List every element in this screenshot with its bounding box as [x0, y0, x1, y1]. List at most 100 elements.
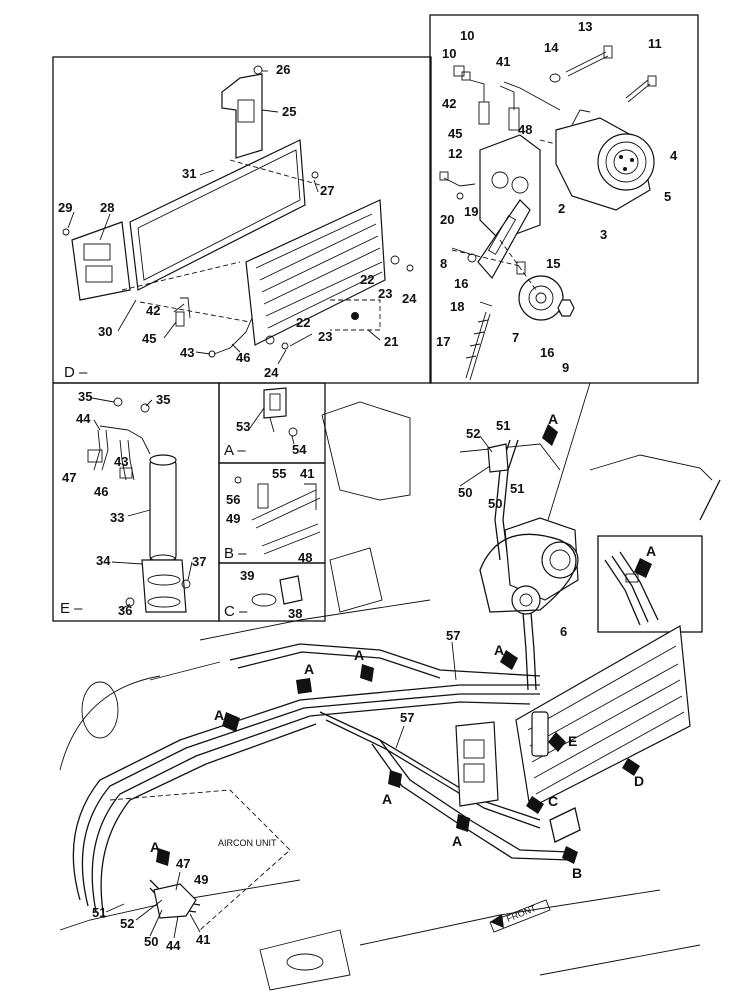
callout: 34: [96, 553, 111, 568]
callout: 47: [62, 470, 76, 485]
callout: 57: [400, 710, 414, 725]
callout: 24: [264, 365, 279, 380]
callout: 42: [442, 96, 456, 111]
compressor-leader: [547, 382, 591, 521]
panel-a-label: A –: [224, 442, 246, 459]
callout: 22: [360, 272, 374, 287]
callout: 20: [440, 212, 454, 227]
view-ref-a: A: [452, 833, 462, 849]
panel-c-frame: [218, 562, 326, 622]
main-assembly-drawing: [59, 401, 721, 991]
view-ref-d: D: [634, 773, 644, 789]
callout: 33: [110, 510, 124, 525]
callout: 44: [76, 411, 91, 426]
view-ref-a: A: [214, 707, 224, 723]
callout: 46: [236, 350, 250, 365]
callout: 26: [276, 62, 290, 77]
callout: 28: [100, 200, 114, 215]
callout: 41: [196, 932, 210, 947]
callout: 41: [496, 54, 510, 69]
callout: 3: [600, 227, 607, 242]
callout: 5: [664, 189, 671, 204]
callout: 21: [384, 334, 398, 349]
callout: 52: [120, 916, 134, 931]
callout: 19: [464, 204, 478, 219]
view-reference-letters: A A A A A A A A A B C D E: [150, 411, 656, 881]
view-ref-a: A: [150, 839, 160, 855]
panel-b-drawing: [234, 476, 321, 555]
part-callouts: 10 10 13 14 11 41 42 45 48 12 4 5 1 2 3 …: [58, 19, 678, 953]
panel-c-drawing: [251, 575, 303, 607]
detail-a-inset-frame: [597, 535, 703, 633]
callout: 2: [558, 201, 565, 216]
panel-d-drawing: [62, 65, 414, 358]
callout: 49: [194, 872, 208, 887]
compressor-drawing: [439, 45, 657, 381]
callout: 51: [510, 481, 524, 496]
callout: 10: [442, 46, 456, 61]
callout: 49: [226, 511, 240, 526]
panel-c-label: C –: [224, 603, 248, 620]
front-label: FRONT: [505, 903, 538, 924]
view-ref-a: A: [646, 543, 656, 559]
callout: 14: [544, 40, 559, 55]
callout: 7: [512, 330, 519, 345]
view-ref-b: B: [572, 865, 582, 881]
callout: 9: [562, 360, 569, 375]
callout: 31: [182, 166, 196, 181]
view-ref-e: E: [568, 733, 577, 749]
callout: 41: [300, 466, 314, 481]
callout: 52: [466, 426, 480, 441]
panel-d-label: D –: [64, 364, 88, 381]
callout: 25: [282, 104, 296, 119]
callout: 38: [288, 606, 302, 621]
view-ref-a: A: [382, 791, 392, 807]
callout: 22: [296, 315, 310, 330]
callout: 27: [320, 183, 334, 198]
callout: 55: [272, 466, 286, 481]
callout: 56: [226, 492, 240, 507]
view-ref-c: C: [548, 793, 558, 809]
callout: 43: [180, 345, 194, 360]
compressor-detail-frame: [429, 14, 699, 384]
callout: 30: [98, 324, 112, 339]
callout: 37: [192, 554, 206, 569]
callout: 17: [436, 334, 450, 349]
callout: 24: [402, 291, 417, 306]
panel-labels: D – E – A – B – C – AIRCON UNIT FRONT: [60, 364, 538, 924]
callout: 42: [146, 303, 160, 318]
callout: 15: [546, 256, 560, 271]
callout: 11: [648, 36, 662, 51]
callout: 16: [454, 276, 468, 291]
view-ref-a: A: [304, 661, 314, 677]
callout: 23: [318, 329, 332, 344]
callout: 13: [578, 19, 592, 34]
callout: 51: [92, 905, 106, 920]
view-ref-a: A: [354, 647, 364, 663]
callout: 16: [540, 345, 554, 360]
callout: 54: [292, 442, 307, 457]
view-arrows: [156, 424, 652, 933]
callout: 36: [118, 603, 132, 618]
panel-a-drawing: [263, 387, 298, 437]
callout: 46: [94, 484, 108, 499]
callout: 4: [670, 148, 678, 163]
callout: 48: [518, 122, 532, 137]
callout: 29: [58, 200, 72, 215]
callout: 10: [460, 28, 474, 43]
view-ref-a: A: [548, 411, 558, 427]
callout: 50: [144, 934, 158, 949]
panel-b-label: B –: [224, 545, 247, 562]
panel-e-label: E –: [60, 600, 83, 617]
callout: 8: [440, 256, 447, 271]
callout: 50: [488, 496, 502, 511]
callout: 39: [240, 568, 254, 583]
leader-lines: [67, 70, 493, 939]
callout: 12: [448, 146, 462, 161]
callout: 45: [448, 126, 462, 141]
panel-e-drawing: [87, 397, 191, 613]
callout: 50: [458, 485, 472, 500]
callout: 35: [78, 389, 92, 404]
